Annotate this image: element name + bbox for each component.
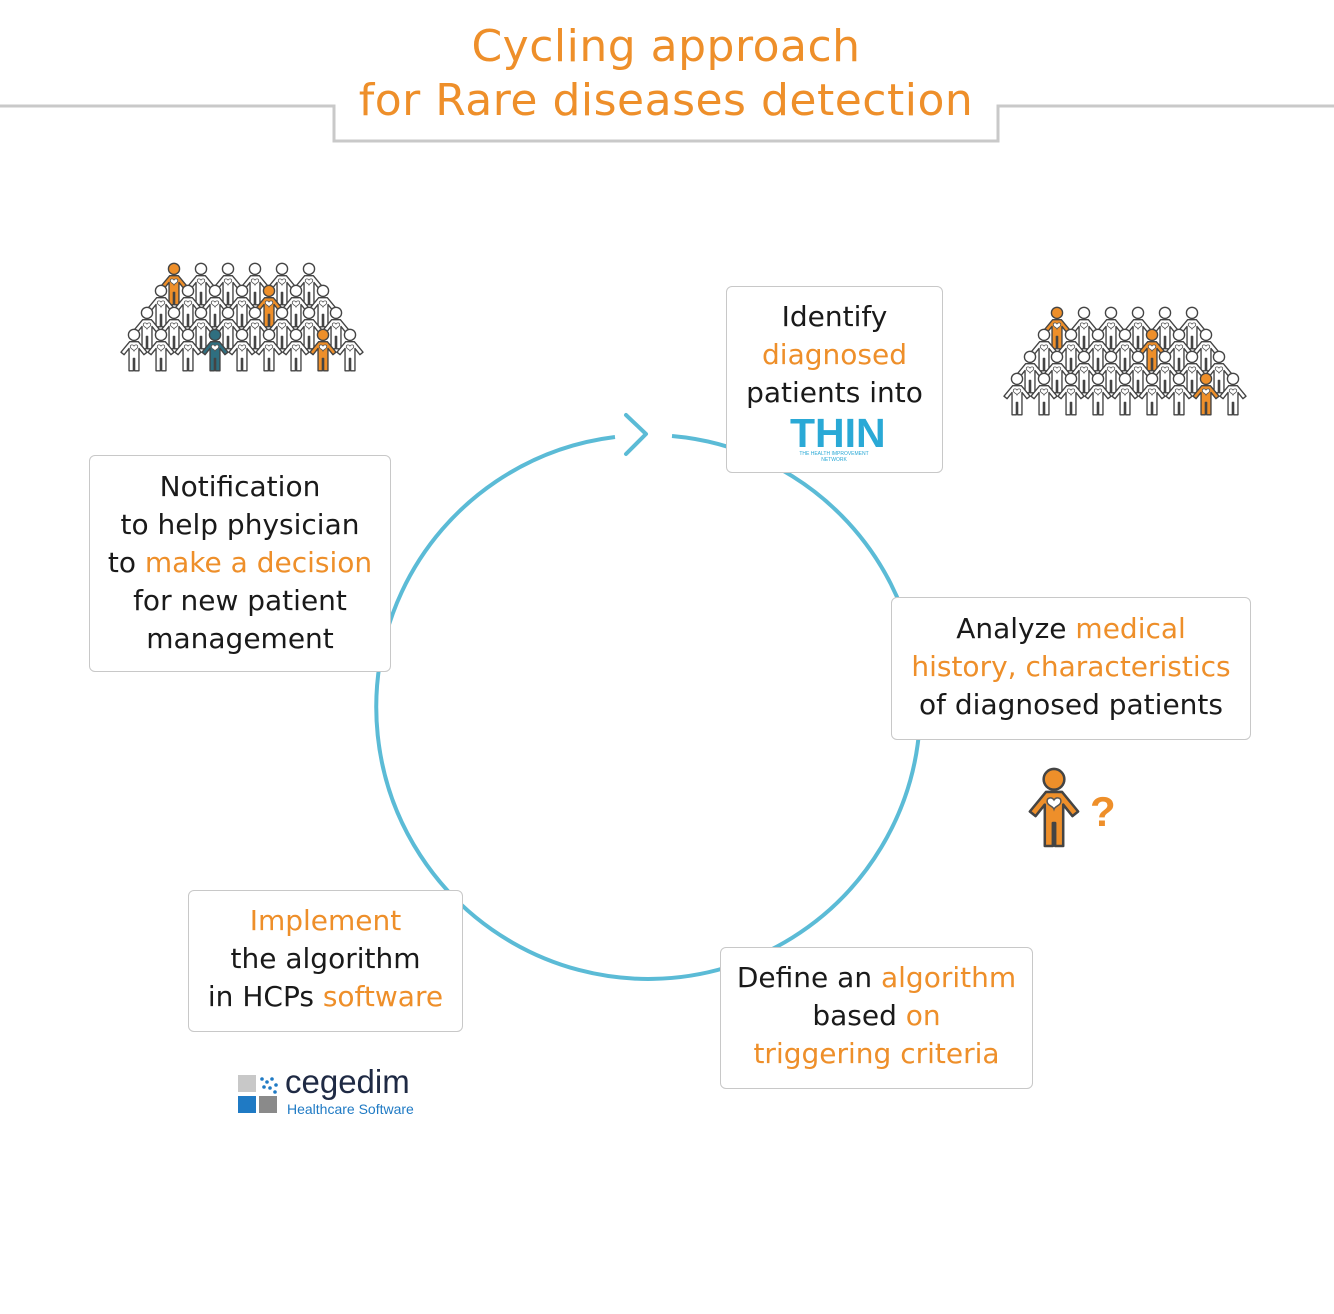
question-mark: ? — [1090, 788, 1116, 835]
step-analyze-line-2: history, characteristics — [911, 650, 1231, 683]
title-bracket — [0, 104, 1334, 143]
title-block: Cycling approach for Rare diseases detec… — [0, 0, 1334, 150]
crowd-icon — [120, 262, 364, 372]
step-identify-line-2: diagnosed — [762, 338, 907, 371]
step-analyze-line-3: of diagnosed patients — [919, 688, 1223, 721]
step-notify-line-5: management — [146, 622, 334, 655]
step-analyze: Analyze medical history, characteristics… — [891, 597, 1251, 740]
step-notify: Notification to help physician to make a… — [89, 455, 391, 672]
define-text: Define an — [736, 961, 881, 994]
step-implement-line-3: in HCPs software — [189, 978, 462, 1016]
step-notify-line-3: to make a decision — [90, 544, 390, 582]
title-line-2: for Rare diseases detection — [358, 75, 974, 126]
notify-highlight: make a decision — [144, 546, 373, 579]
step-analyze-line-1: Analyze medical — [892, 610, 1250, 648]
step-implement-line-1: Implement — [249, 904, 402, 937]
define-text-2: based — [812, 999, 906, 1032]
analyze-text: Analyze — [956, 612, 1076, 645]
brand-subtitle: Healthcare Software — [287, 1101, 414, 1117]
define-highlight-2: on — [905, 999, 941, 1032]
step-identify-line-3: patients into — [746, 376, 923, 409]
title-line-1: Cycling approach — [471, 21, 861, 72]
step-notify-line-2: to help physician — [120, 508, 360, 541]
thin-tagline: THE HEALTH IMPROVEMENT NETWORK — [799, 451, 869, 463]
implement-text: in HCPs — [207, 980, 323, 1013]
cegedim-logo-icon — [238, 1075, 278, 1113]
step-identify: Identify diagnosed patients into — [726, 286, 943, 473]
page-title: Cycling approach for Rare diseases detec… — [334, 20, 998, 128]
step-implement-line-2: the algorithm — [230, 942, 421, 975]
notify-text: to — [107, 546, 145, 579]
cycle-arrow-icon — [374, 413, 923, 981]
thin-logo: THIN — [790, 410, 886, 456]
step-notify-line-1: Notification — [159, 470, 321, 503]
implement-highlight: software — [322, 980, 444, 1013]
step-define-line-1: Define an algorithm — [721, 959, 1032, 997]
step-define-line-3: triggering criteria — [753, 1037, 1000, 1070]
person-question-icon — [1028, 767, 1080, 848]
crowd-icon — [1003, 306, 1247, 416]
step-define: Define an algorithm based on triggering … — [720, 947, 1033, 1089]
define-highlight: algorithm — [880, 961, 1017, 994]
step-implement: Implement the algorithm in HCPs software — [188, 890, 463, 1032]
analyze-highlight: medical — [1075, 612, 1186, 645]
step-identify-line-1: Identify — [781, 300, 888, 333]
step-define-line-2: based on — [721, 997, 1032, 1035]
step-notify-line-4: for new patient — [133, 584, 347, 617]
brand-name: cegedim — [285, 1063, 410, 1100]
